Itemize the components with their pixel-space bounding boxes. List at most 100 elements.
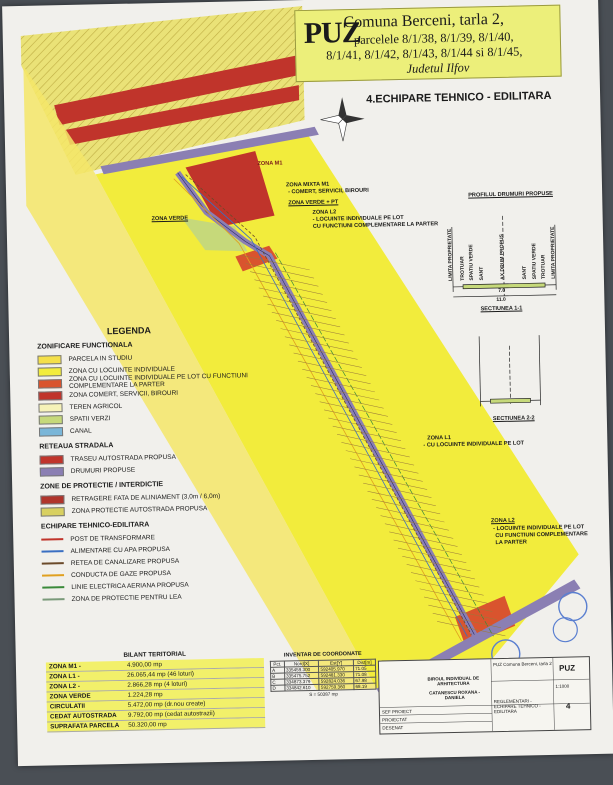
lot-boundary xyxy=(410,514,445,523)
legend-utilities-list: POST DE TRANSFORMARE ALIMENTARE CU APA PR… xyxy=(41,529,252,605)
lot-boundary xyxy=(379,457,415,466)
lot-boundary xyxy=(427,547,462,555)
lot-boundary xyxy=(267,303,302,312)
balance-key: CEDAT AUTOSTRADA xyxy=(49,712,117,721)
label-zona-l1: ZONA L1 xyxy=(427,435,452,442)
profile-green-right: SPATIU VERDE xyxy=(531,242,538,280)
lot-boundary xyxy=(310,385,346,394)
lot-boundary xyxy=(401,498,436,507)
balance-value: 5.472,00 mp (dr.nou create) xyxy=(127,700,206,709)
legend-item-label: RETRAGERE FATA DE ALINIAMENT (3,0m / 6,0… xyxy=(71,492,221,503)
title-line-1: Comuna Berceni, tarla 2, xyxy=(343,10,505,32)
lot-boundary xyxy=(471,628,506,637)
green-zone xyxy=(181,217,248,252)
legend-line-swatch xyxy=(42,574,65,577)
coordinate-cell: 592759.360 xyxy=(319,683,355,691)
lot-boundary xyxy=(384,465,419,474)
lot-boundary xyxy=(449,587,484,596)
lot-boundary xyxy=(289,344,324,353)
lot-boundary xyxy=(341,442,376,450)
lot-boundary xyxy=(349,400,384,409)
balance-key: CIRCULATII xyxy=(49,702,86,711)
lot-boundary xyxy=(397,547,433,556)
legend-color-swatch xyxy=(37,354,62,365)
lot-boundary xyxy=(371,441,406,450)
profile-section-1-title: SECTIUNEA 1-1 xyxy=(480,305,523,313)
north-arrow-icon xyxy=(320,97,365,142)
legend-item-label: SPATII VERZI xyxy=(69,414,111,423)
lot-boundary xyxy=(402,556,437,564)
title-line-4: Judetul Ilfov xyxy=(406,60,470,76)
site-map xyxy=(20,6,588,697)
profile-green-left: SPATIU VERDE xyxy=(468,244,475,281)
balance-key: ZONA VERDE xyxy=(49,692,91,701)
balance-key: ZONA M1 - xyxy=(48,662,81,671)
lot-boundary xyxy=(419,530,454,539)
plan-sheet: PUZ Comuna Berceni, tarla 2, parcelele 8… xyxy=(2,0,613,767)
lot-boundary xyxy=(462,612,497,620)
legend-item-label: ALIMENTARE CU APA PROPUSA xyxy=(70,545,171,555)
lot-boundary xyxy=(353,408,389,417)
lot-boundary xyxy=(305,319,341,328)
lot-boundary xyxy=(432,612,467,621)
lot-boundary xyxy=(414,522,449,531)
lot-boundary xyxy=(367,490,402,499)
highway-route-band-2 xyxy=(64,85,300,145)
lot-boundary xyxy=(384,523,420,532)
lot-boundary xyxy=(271,312,307,320)
lot-boundary xyxy=(263,295,298,304)
lot-boundary xyxy=(375,449,410,458)
balance-value: 2.866,28 mp (4 loturi) xyxy=(127,680,188,689)
legend-item-label: ZONA DE PROTECTIE PENTRU LEA xyxy=(71,593,182,603)
legend-title: LEGENDA xyxy=(106,325,152,337)
legend-color-swatch xyxy=(40,506,65,517)
legend-color-swatch xyxy=(37,378,63,389)
profile-limit-right: LIMITA PROPRIETATE xyxy=(549,226,557,279)
lot-boundary xyxy=(432,555,467,563)
lot-boundary xyxy=(318,343,354,352)
lot-boundary xyxy=(388,473,423,482)
legend-line-swatch xyxy=(41,538,64,541)
lot-boundary xyxy=(436,563,471,572)
profile-sant-right: SANT xyxy=(521,265,528,280)
profile-axis: AX DRUM PROPUS xyxy=(498,233,506,280)
lot-boundary xyxy=(428,604,463,613)
lot-boundary xyxy=(440,571,476,580)
lot-boundary xyxy=(258,287,293,296)
legend-item-label: CONDUCTA DE GAZE PROPUSA xyxy=(70,569,172,579)
lot-boundary xyxy=(458,603,493,612)
lot-boundary xyxy=(250,271,285,280)
lot-boundary xyxy=(284,278,319,287)
lot-boundary xyxy=(284,336,320,345)
lot-boundary xyxy=(376,507,411,516)
lot-boundary xyxy=(297,303,332,311)
road-main-axis xyxy=(177,172,476,637)
lot-boundary xyxy=(328,417,363,426)
lot-boundary xyxy=(466,620,502,629)
lot-boundary xyxy=(327,360,362,368)
legend-line-swatch xyxy=(42,598,65,601)
legend-color-swatch xyxy=(37,366,62,377)
legend-item-label: LINIE ELECTRICA AERIANA PROPUSA xyxy=(71,581,189,591)
gas-line xyxy=(173,178,462,642)
legend-item-label: TRASEU AUTOSTRADA PROPUSA xyxy=(70,453,177,463)
lot-boundary xyxy=(293,352,328,361)
lot-boundary xyxy=(297,360,333,369)
legend-item-label: DRUMURI PROPUSE xyxy=(70,466,136,475)
coordinate-cell: D xyxy=(270,685,285,692)
lot-boundary xyxy=(419,588,454,597)
balance-value: 1.224,28 mp xyxy=(127,691,163,699)
balance-key: ZONA L1 - xyxy=(49,672,80,681)
lot-boundary xyxy=(437,621,472,629)
lot-boundary xyxy=(314,335,349,344)
legend-protection-list: RETRAGERE FATA DE ALINIAMENT (3,0m / 6,0… xyxy=(40,489,250,517)
legend-item-label: POST DE TRANSFORMARE xyxy=(70,533,155,543)
profile-section-1 xyxy=(451,215,557,298)
balance-value: 50.320,00 mp xyxy=(128,721,167,729)
lot-boundary xyxy=(254,279,289,288)
lot-boundary xyxy=(319,401,354,410)
road-north xyxy=(100,126,319,175)
legend-color-swatch xyxy=(39,466,64,477)
lot-boundary xyxy=(315,393,350,402)
